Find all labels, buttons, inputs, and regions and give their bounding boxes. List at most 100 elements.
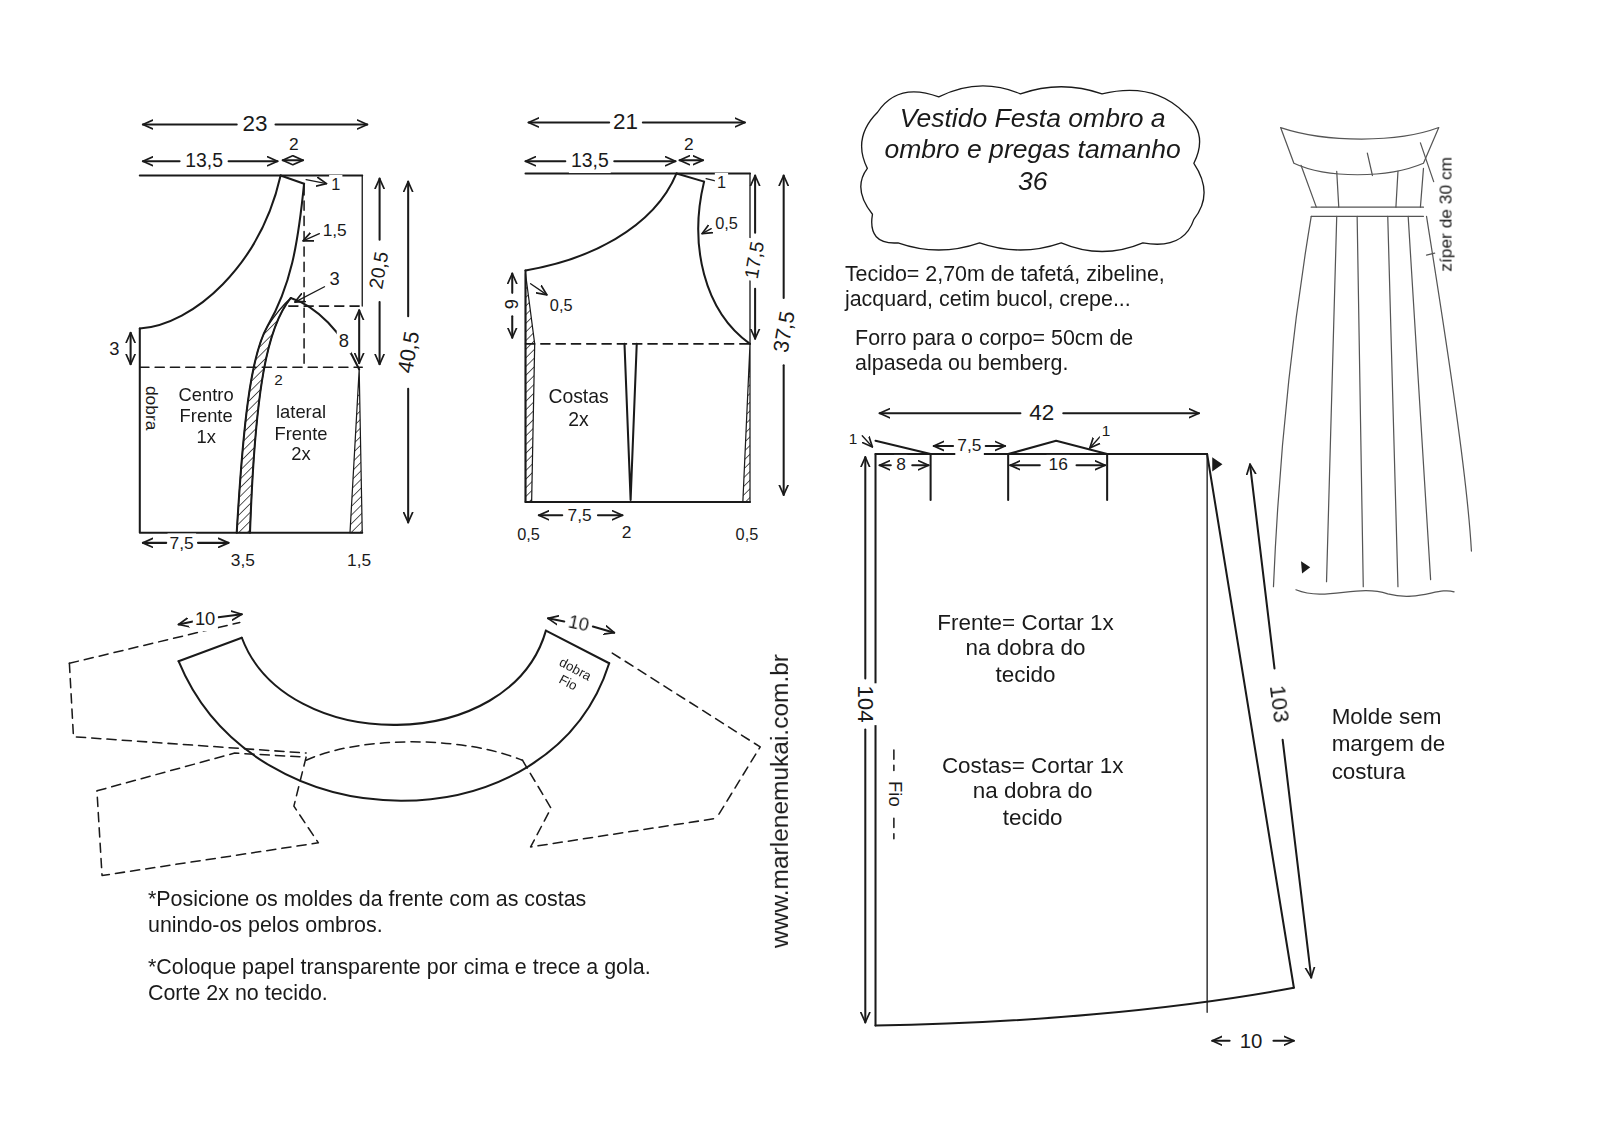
collar-layout [612, 653, 760, 818]
front-dimension-arrows [407, 389, 409, 523]
dimension-label: 0,5 [734, 525, 761, 545]
skirt-outline [876, 988, 1294, 1026]
front-dimension-arrows [407, 182, 409, 317]
collar-layout [306, 742, 522, 760]
dimension-label: 103 [1263, 682, 1295, 727]
skirt-dimension-arrows [880, 464, 891, 466]
dress-sketch [1311, 207, 1423, 208]
collar-layout [179, 638, 242, 661]
pattern-note: Molde sem margem de costura [1332, 704, 1485, 785]
dimension-label: www.marlenemukai.com.br [766, 652, 795, 950]
skirt-dimension-arrows [1010, 464, 1040, 466]
dimension-label: 7,5 [565, 506, 593, 527]
back-dimension-arrows [529, 121, 610, 123]
piece-label: Costas 2x [536, 386, 622, 431]
front-dimension-arrows [198, 542, 229, 544]
dimension-label: zíper de 30 cm [1437, 155, 1458, 274]
pattern-note: *Coloque papel transparente por cima e t… [148, 954, 658, 1005]
pattern-note: Tecido= 2,70m de tafetá, zibeline, jacqu… [845, 260, 1253, 311]
dress-sketch [1357, 216, 1363, 586]
front-bodice-outline [140, 367, 362, 369]
back-dimension-arrows [531, 284, 547, 295]
dress-sketch [1301, 165, 1316, 207]
front-bodice-outline [140, 176, 281, 329]
front-bodice-outline [140, 176, 362, 533]
collar-layout [593, 627, 614, 633]
skirt-dimension-arrows [912, 464, 928, 466]
skirt-outline [1301, 561, 1310, 573]
back-dimension-arrows [539, 514, 562, 516]
dimension-label: 1 [715, 173, 728, 193]
dimension-label: 21 [611, 109, 640, 136]
front-bodice-outline [281, 176, 304, 184]
back-dimension-arrows [511, 273, 513, 292]
dimension-label: 3 [328, 269, 342, 291]
back-dimension-arrows [511, 316, 513, 337]
sheet-title: Vestido Festa ombro a ombro e pregas tam… [880, 102, 1186, 197]
skirt-outline [1106, 454, 1108, 500]
skirt-dimension-arrows [862, 413, 1311, 1041]
front-bodice-outline [291, 298, 359, 369]
back-bodice-outline [526, 273, 535, 502]
dress-sketch [1396, 171, 1398, 207]
collar-layout [218, 614, 241, 617]
back-bodice-outline [624, 344, 636, 500]
collar-layout [69, 614, 760, 875]
back-bodice-outline [677, 173, 705, 181]
dimension-label: 37,5 [767, 307, 800, 357]
dimension-label: 23 [241, 111, 270, 138]
dimension-label: dobra [141, 384, 162, 432]
dimension-label: 2 [682, 134, 696, 155]
back-dimension-arrows [754, 289, 756, 339]
skirt-outline [1207, 454, 1294, 988]
dimension-label: 7,5 [955, 436, 983, 457]
skirt-outline [1212, 457, 1222, 471]
dimension-label: 3,5 [229, 551, 257, 572]
front-dimension-arrows [306, 180, 326, 184]
back-bodice-outline [526, 173, 750, 502]
collar-layout [69, 663, 306, 753]
piece-label: Centro Frente 1x [169, 385, 242, 448]
skirt-dimension-arrows [864, 457, 866, 678]
dimension-label: 1 [1100, 421, 1113, 439]
dress-sketch [1296, 590, 1454, 597]
back-dimension-arrows [702, 229, 711, 234]
back-bodice-outline [524, 270, 526, 502]
skirt-dimension-arrows [1090, 437, 1100, 448]
dimension-label: 40,5 [392, 327, 425, 377]
front-bodice-outline [303, 186, 305, 366]
piece-label: Frente= Cortar 1x na dobra do tecido [934, 609, 1118, 686]
dress-sketch [1281, 128, 1439, 175]
skirt-outline [1206, 454, 1207, 1012]
dimension-label: 10 [564, 611, 593, 638]
front-dimension-arrows [130, 333, 132, 365]
back-dimension-arrows [754, 176, 756, 233]
dimension-label: 1 [847, 430, 860, 448]
skirt-dimension-arrows [864, 730, 866, 1023]
front-bodice-outline [289, 305, 362, 307]
front-bodice-outline [350, 369, 362, 532]
dress-sketch [1427, 253, 1435, 255]
collar-layout [522, 760, 716, 847]
dimension-label: Fio [883, 779, 905, 809]
dimension-label: 8 [337, 331, 351, 353]
front-bodice-outline [237, 184, 304, 533]
collar-layout [242, 631, 546, 725]
dress-sketch [1367, 153, 1372, 175]
back-dimension-arrows [512, 122, 783, 515]
piece-label: dobra Fio [543, 652, 601, 702]
dress-sketch [1327, 216, 1337, 581]
front-dimension-arrows [229, 160, 278, 162]
dimension-label: 1,5 [345, 551, 373, 572]
dress-sketch [1420, 168, 1423, 207]
front-dimension-arrows [295, 287, 325, 302]
skirt-outline [876, 441, 931, 454]
skirt-dimension-arrows [1273, 1040, 1293, 1042]
collar-piece: dobra Fio [173, 612, 617, 831]
back-bodice-outline [526, 173, 677, 270]
skirt-dimension-arrows [1250, 464, 1274, 668]
back-dimension-arrows [783, 365, 785, 495]
dimension-label: 13,5 [569, 150, 611, 173]
dimension-label: 7,5 [168, 533, 196, 554]
dimension-label: 0,5 [548, 295, 575, 315]
